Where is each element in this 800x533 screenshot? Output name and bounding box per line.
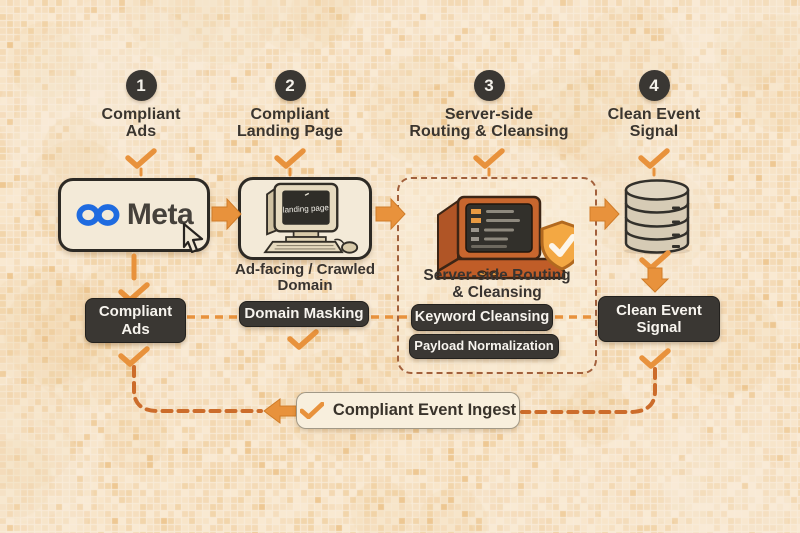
compliant-ads-line2: Ads [121,320,150,338]
step-3-title: Server-side Routing & Cleansing [389,106,589,140]
retro-computer-icon: landing page [263,182,359,254]
arrow-computer-to-zone [375,197,406,231]
meta-infinity-icon [76,204,120,226]
feedback-loop [132,365,657,414]
zone-title: Server-side Routing & Cleansing [399,267,595,301]
feedback-curve-right [520,367,657,414]
cursor-icon [182,223,204,253]
database-icon [624,179,690,255]
step-1-number: 1 [125,70,157,101]
clean-event-signal-pill: Clean Event Signal [598,296,720,342]
step-3-title-line2: Routing & Cleansing [409,123,569,140]
step-2-title-line2: Landing Page [236,123,344,140]
compliant-ads-line1: Compliant [98,303,173,321]
check-icon-below-masking-pill [287,329,319,350]
shield-check-icon [549,234,574,257]
step-1-title: Compliant Ads [66,106,216,140]
step-2-number: 2 [274,70,306,101]
zone-title-line1: Server-side Routing [423,267,571,284]
arrow-database-to-clean [640,267,670,293]
check-icon-step4 [638,148,670,169]
step-4-number: 4 [638,70,670,101]
caption-line2: Domain [277,277,333,294]
step-4-title-line1: Clean Event [607,106,701,123]
compliant-event-ingest-box: Compliant Event Ingest [296,392,520,429]
landing-page-card: landing page [238,177,372,260]
ingest-label: Compliant Event Ingest [332,401,517,419]
compliant-ads-pill: Compliant Ads [85,298,186,343]
screen-text: landing page [283,203,330,214]
feedback-curve-left [132,365,263,413]
meta-ads-card: Meta [58,178,210,253]
check-icon-below-clean-pill [639,348,671,369]
step-4-title-line2: Signal [629,123,679,140]
step-1-title-line1: Compliant [101,106,181,123]
check-icon-step1 [125,148,157,169]
meta-logo: Meta [61,181,207,249]
shield-icon [540,220,574,271]
step-2-title-line1: Compliant [250,106,330,123]
step-1-title-line2: Ads [125,123,157,140]
ad-facing-domain-caption: Ad-facing / Crawled Domain [220,262,390,294]
domain-masking-pill: Domain Masking [239,301,369,327]
meta-wordmark: Meta [126,198,194,231]
ingest-check-icon [299,402,324,419]
caption-line1: Ad-facing / Crawled [234,261,376,278]
tick-dashes [139,167,656,177]
step-3-title-line1: Server-side [444,106,534,123]
step-4-title: Clean Event Signal [579,106,729,140]
arrow-zone-to-database [589,197,620,231]
clean-event-line2: Signal [636,319,682,336]
step-2-title: Compliant Landing Page [205,106,375,140]
check-icon-step3 [473,148,505,169]
clean-event-line1: Clean Event [616,301,702,319]
check-icon-step2 [274,148,306,169]
step-3-number: 3 [473,70,505,101]
check-icons [118,148,671,369]
check-icon-below-database [639,250,671,271]
keyword-cleansing-pill: Keyword Cleansing [411,304,553,331]
arrow-ingest-feedback-left [263,398,297,424]
block-arrows [211,197,670,424]
zone-title-line2: & Cleansing [452,283,542,301]
arrow-meta-to-computer [211,197,242,231]
payload-normalization-pill: Payload Normalization [409,334,559,359]
check-icon-below-ads-pill [118,346,150,367]
server-icon [436,195,574,280]
